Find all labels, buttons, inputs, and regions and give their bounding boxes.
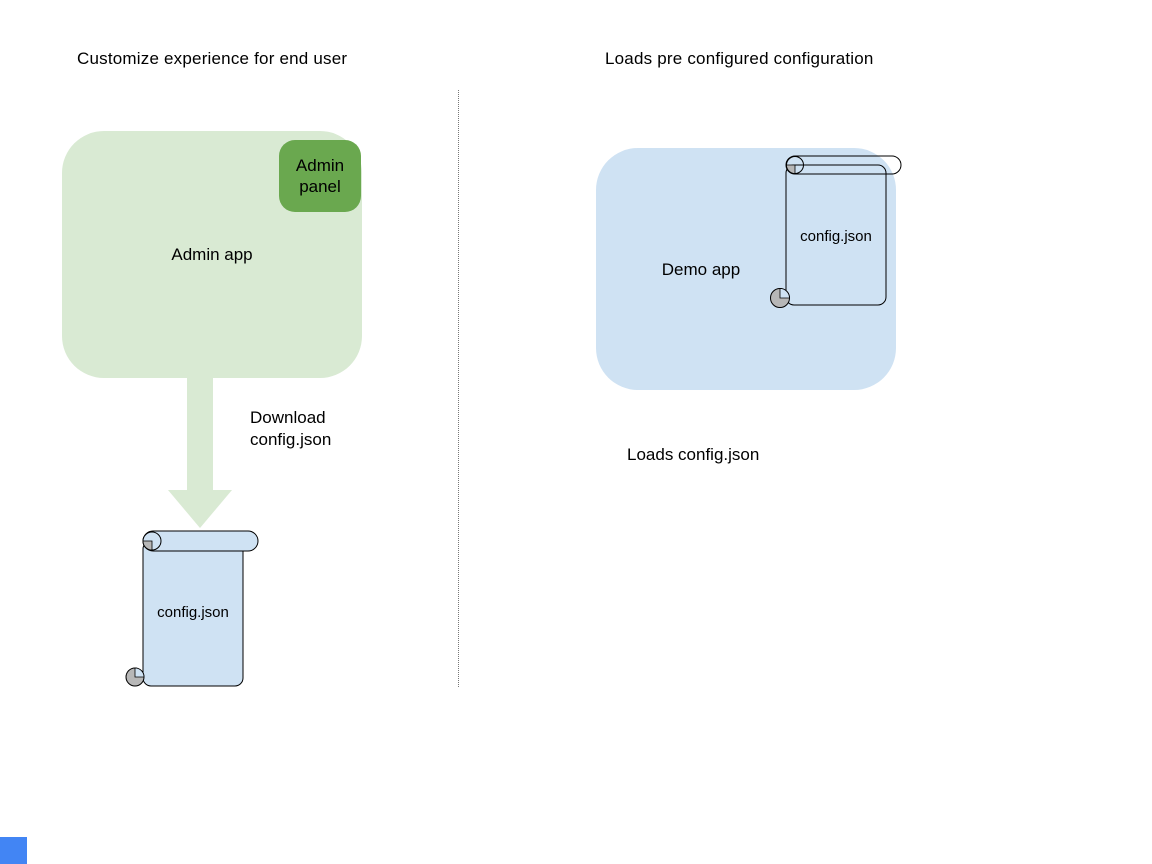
scroll-bottom-curl-notch (134, 667, 145, 678)
config-json-label-left: config.json (157, 604, 229, 621)
admin-panel-label: Admin panel (295, 155, 345, 196)
left-section-heading: Customize experience for end user (77, 49, 348, 68)
download-arrow-shape (168, 377, 232, 528)
demo-app-label: Demo app (661, 260, 741, 279)
download-caption: Download config.json (250, 408, 332, 449)
loads-config-caption: Loads config.json (627, 445, 760, 464)
corner-blue-shape (0, 837, 27, 864)
right-section-heading: Loads pre configured configuration (605, 49, 874, 68)
download-arrow-icon (168, 377, 232, 528)
admin-panel-box: Admin panel (279, 140, 361, 212)
config-file-scroll-left (125, 530, 259, 687)
scroll-top-curl-notch (142, 540, 153, 551)
scroll-bottom-curl-notch (779, 288, 790, 299)
admin-app-label: Admin app (171, 245, 253, 264)
demo-app-box (596, 148, 896, 390)
scroll-top-curl-notch (786, 164, 796, 174)
scroll-body (785, 164, 887, 306)
section-divider-line (458, 90, 459, 687)
config-file-scroll-right (770, 155, 902, 308)
config-json-label-right: config.json (800, 228, 872, 245)
